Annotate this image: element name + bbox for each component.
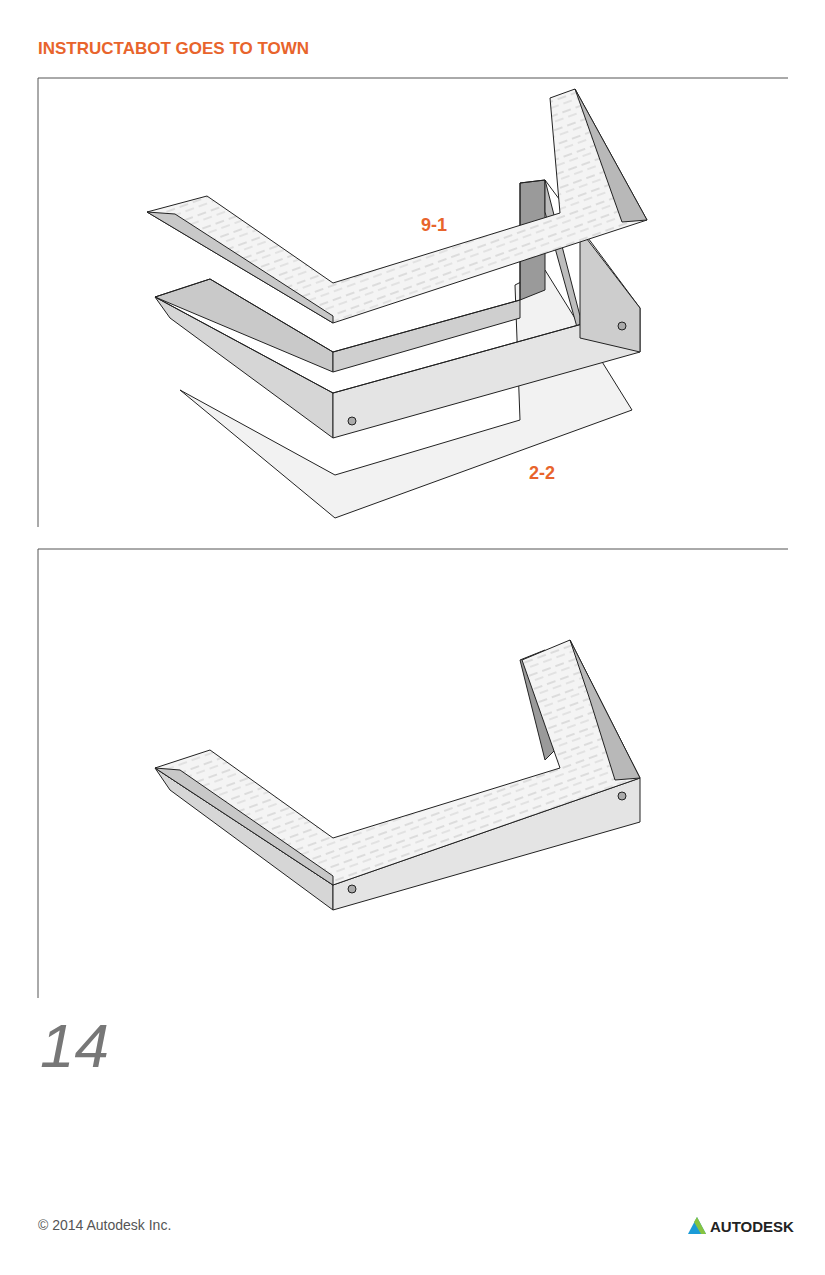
assembled-part bbox=[155, 640, 640, 910]
page-title: INSTRUCTABOT GOES TO TOWN bbox=[38, 40, 309, 57]
tape-strip bbox=[147, 89, 647, 323]
part-number: 2-2 bbox=[529, 464, 555, 482]
brand-name: AUTODESK bbox=[710, 1219, 794, 1234]
step-number: 14 bbox=[40, 1015, 109, 1077]
copyright-note: © 2014 Autodesk Inc. bbox=[38, 1218, 171, 1232]
panel-frame bbox=[38, 78, 788, 998]
part-number: 9-1 bbox=[421, 216, 447, 234]
logo-mark bbox=[688, 1217, 706, 1234]
